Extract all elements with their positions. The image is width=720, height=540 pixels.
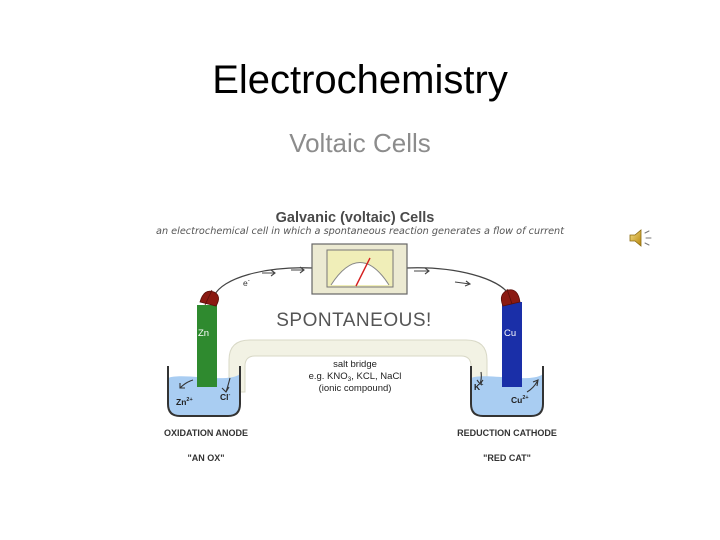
salt-bridge-line2: e.g. KNO3, KCL, NaCl bbox=[309, 371, 402, 383]
anode-beaker bbox=[167, 366, 241, 417]
electron-label: e- bbox=[243, 278, 250, 288]
cathode-ion-label: Cu2+ bbox=[511, 395, 529, 405]
wire-left bbox=[213, 267, 314, 297]
diagram-heading: Galvanic (voltaic) Cells bbox=[276, 210, 435, 226]
spontaneous-label: SPONTANEOUS! bbox=[276, 310, 432, 331]
anode-clip bbox=[199, 289, 219, 307]
cathode-label: REDUCTION CATHODE bbox=[457, 428, 557, 438]
zinc-electrode bbox=[197, 305, 217, 387]
anode-mnemonic: "AN OX" bbox=[187, 453, 224, 463]
copper-electrode bbox=[502, 302, 522, 387]
zinc-label: Zn bbox=[198, 328, 209, 339]
anode-ion-label: Zn2+ bbox=[176, 397, 193, 407]
slide-title: Electrochemistry bbox=[212, 58, 508, 102]
cathode-ion-arrows bbox=[476, 371, 539, 393]
anode-counter-ion-label: Cl- bbox=[220, 392, 231, 402]
speaker-icon[interactable] bbox=[628, 227, 654, 249]
cathode-counter-ion-label: K+ bbox=[474, 382, 483, 392]
electron-flow-arrows bbox=[262, 266, 472, 287]
voltmeter-needle bbox=[355, 257, 371, 287]
diagram-caption: an electrochemical cell in which a spont… bbox=[156, 226, 565, 237]
anode-ion-arrows bbox=[179, 377, 231, 393]
wire-right bbox=[405, 267, 511, 297]
cathode-mnemonic: "RED CAT" bbox=[483, 453, 531, 463]
copper-label: Cu bbox=[504, 328, 516, 339]
salt-bridge-line1: salt bridge bbox=[333, 359, 377, 370]
cathode-beaker bbox=[470, 366, 544, 417]
salt-bridge-line3: (ionic compound) bbox=[319, 383, 392, 394]
slide-subtitle: Voltaic Cells bbox=[289, 128, 431, 158]
cathode-clip bbox=[500, 288, 521, 307]
anode-label: OXIDATION ANODE bbox=[164, 428, 248, 438]
voltmeter bbox=[311, 243, 408, 295]
